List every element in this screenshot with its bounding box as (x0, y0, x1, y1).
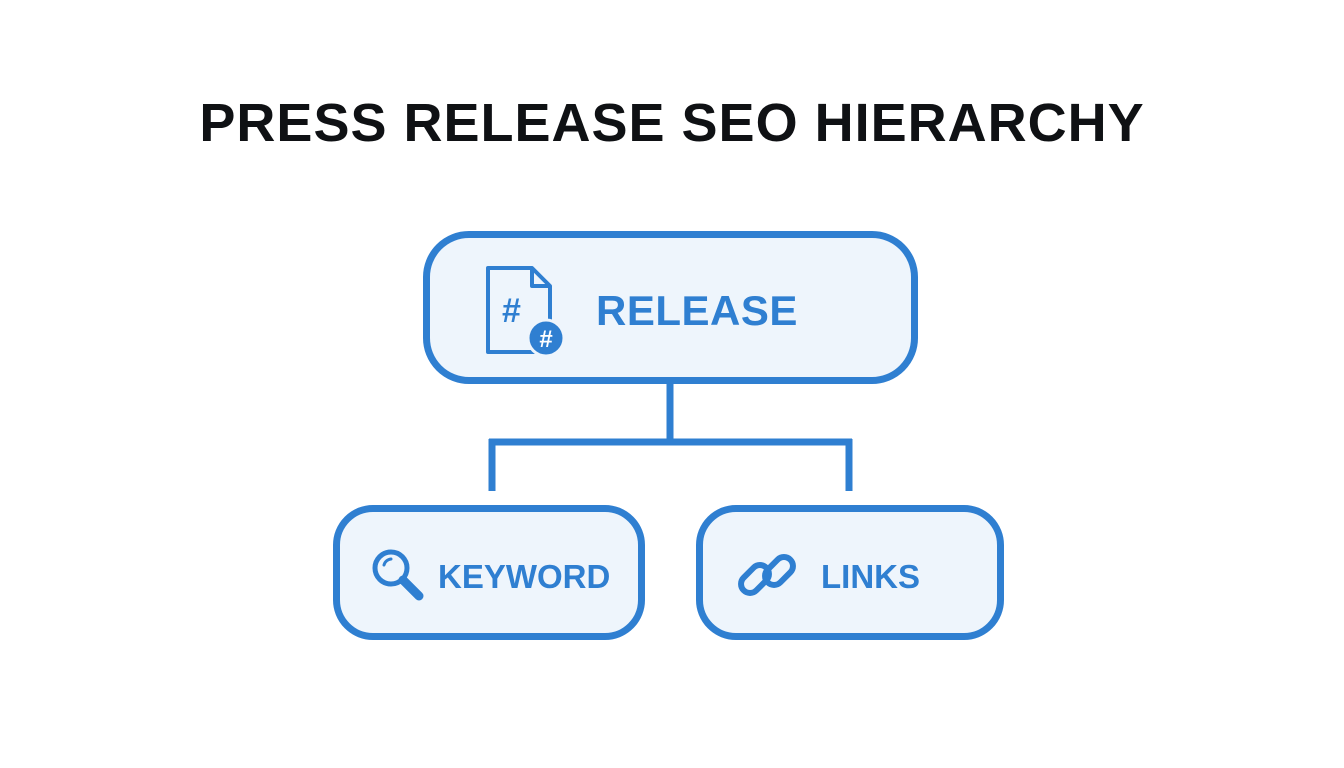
keyword-node: KEYWORD (333, 505, 645, 640)
release-node: # # RELEASE (423, 231, 918, 384)
diagram-title: PRESS RELEASE SEO HIERARCHY (199, 93, 1145, 153)
links-label: LINKS (821, 558, 920, 595)
svg-text:#: # (539, 326, 552, 353)
magnifier-icon (372, 549, 424, 601)
links-node: LINKS (696, 505, 1004, 640)
keyword-label: KEYWORD (438, 558, 611, 595)
svg-text:#: # (502, 292, 521, 330)
chain-link-icon (738, 554, 796, 596)
hashtag-document-icon: # # (486, 266, 566, 356)
release-label: RELEASE (596, 287, 798, 334)
